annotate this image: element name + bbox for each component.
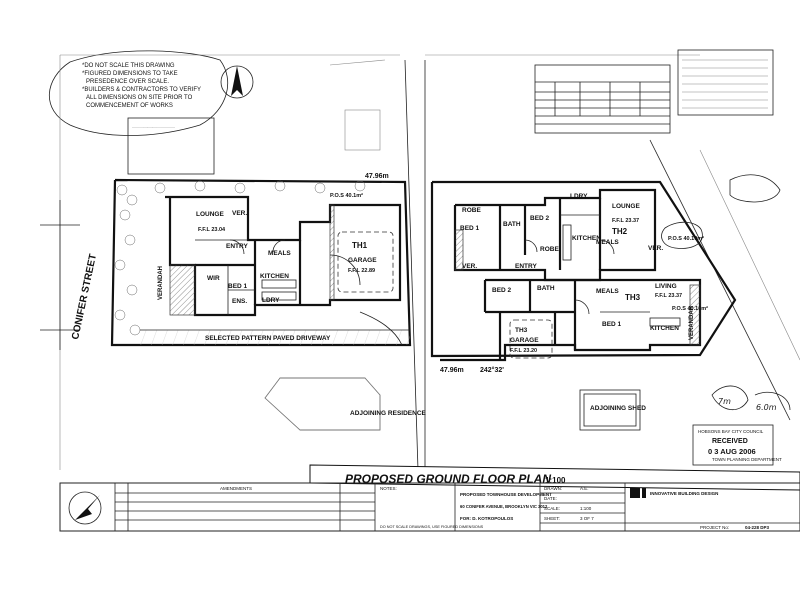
room-living-3: LIVING	[655, 283, 677, 290]
label-th3-garage: TH3	[515, 327, 528, 334]
room-ldry-1: LDRY	[262, 297, 280, 304]
room-kitchen-1: KITCHEN	[260, 273, 289, 280]
room-bed1-1: BED 1	[228, 283, 248, 290]
room-meals-2: MEALS	[596, 239, 619, 246]
notes-label: NOTES:	[380, 486, 397, 491]
small-note-line: ........................................…	[132, 125, 175, 129]
room-wir-1: WIR	[207, 275, 220, 282]
scale-label: SCALE:	[544, 506, 560, 511]
handwritten-7m: 7m	[718, 397, 731, 406]
room-kitchen-2: KITCHEN	[572, 235, 601, 242]
room-bed2-3: BED 2	[492, 287, 512, 294]
boundary-dim-left: 47.96m	[365, 173, 389, 180]
project-address: 60 CONIFER AVENUE, BROOKLYN VIC 3012	[460, 504, 548, 509]
room-bath-2: BATH	[503, 221, 521, 228]
project-client: FOR: D. KOTROPOULOS	[460, 516, 513, 521]
council-received-stamp: HOBSONS BAY CITY COUNCIL RECEIVED 0 3 AU…	[692, 424, 782, 466]
ver-3: VER.	[462, 263, 477, 270]
left-sheet: ........................................…	[40, 50, 427, 471]
area-schedule-table	[534, 64, 671, 134]
pos-1: P.O.S 40.1m²	[330, 192, 363, 199]
ffl-1: F.F.L 23.04	[198, 227, 226, 233]
ver-2: VER.	[648, 245, 663, 252]
svg-text:HOBSONS BAY CITY COUNCIL: HOBSONS BAY CITY COUNCIL	[698, 429, 764, 434]
scale-note: *DO NOT SCALE THIS DRAWING *FIGURED DIME…	[82, 63, 201, 109]
note-line-4: *BUILDERS & CONTRACTORS TO VERIFY	[82, 87, 201, 93]
room-ldry-2: LDRY	[570, 193, 588, 200]
north-arrow-bottom-icon	[68, 491, 102, 525]
firm-name: INNOVATIVE BUILDING DESIGN	[650, 491, 718, 496]
handwritten-6m: 6.0m	[756, 403, 777, 412]
firm-logo-icon	[630, 488, 646, 498]
trees-left	[114, 180, 366, 336]
ffl-garage-3: F.F.L 23.20	[510, 348, 537, 354]
room-meals-3: MEALS	[596, 288, 619, 295]
amendments-label: AMENDMENTS	[220, 486, 252, 491]
room-bed1-3: BED 1	[602, 321, 622, 328]
project-no-label: PROJECT No:	[700, 525, 729, 530]
drawn-value: A.E.	[580, 486, 589, 491]
pos-2: P.O.S 40.10m²	[668, 235, 704, 242]
title-block: AMENDMENTS NOTES: DO NOT SCALE DRAWINGS,…	[59, 482, 800, 532]
room-kitchen-3: KITCHEN	[650, 325, 679, 332]
notes-box	[677, 49, 774, 116]
ffl-3: F.F.L 23.37	[655, 293, 682, 299]
boundary-dim-right: 47.96m	[440, 367, 464, 374]
room-bath-3: BATH	[537, 285, 555, 292]
sheet-value: 3 OF 7	[580, 516, 594, 521]
project-name: PROPOSED TOWNHOUSE DEVELOPMENT	[460, 492, 552, 497]
svg-text:0 3 AUG 2006: 0 3 AUG 2006	[708, 447, 756, 456]
room-bed1-2: BED 1	[460, 225, 480, 232]
room-garage-1: GARAGE	[348, 257, 377, 264]
north-arrow-top-icon	[220, 65, 254, 99]
label-th3: TH3	[625, 293, 641, 302]
verandah-right: VERANDAH	[689, 306, 695, 340]
date-label: DATE:	[544, 496, 557, 501]
adjoining-shed-label: ADJOINING SHED	[590, 405, 646, 412]
plan-title: PROPOSED GROUND FLOOR PLAN	[345, 472, 551, 486]
adjoining-residence-label: ADJOINING RESIDENCE	[350, 410, 427, 417]
room-lounge-2: LOUNGE	[612, 203, 640, 210]
ffl-2: F.F.L 23.37	[612, 218, 639, 224]
note-line-6: COMMENCEMENT OF WORKS	[86, 103, 173, 109]
ver-1: VER.	[232, 210, 247, 217]
bearing-dim: 242°32'	[480, 366, 504, 374]
ffl-garage-1: F.F.L 22.89	[348, 268, 375, 274]
label-th2: TH2	[612, 227, 628, 236]
label-th1: TH1	[352, 241, 368, 250]
pos-3: P.O.S 40.10m²	[672, 305, 708, 312]
room-ens-1: ENS.	[232, 298, 247, 305]
verandah-left: VERANDAH	[158, 266, 164, 300]
project-no-value: 04-228 DP3	[745, 525, 770, 530]
svg-text:RECEIVED: RECEIVED	[712, 438, 748, 445]
room-robe-2: ROBE	[462, 207, 481, 214]
sheet-label: SHEET:	[544, 516, 560, 521]
note-line-1: *DO NOT SCALE THIS DRAWING	[82, 63, 175, 69]
right-sheet: 47.96m 242°32' ROBE BED 1 BATH BED 2 LDR…	[424, 49, 800, 470]
note-line-5: ALL DIMENSIONS ON SITE PRIOR TO	[86, 95, 193, 101]
scale-value: 1:100	[580, 506, 592, 511]
plan-scale: 1:100	[545, 476, 566, 485]
driveway-label: SELECTED PATTERN PAVED DRIVEWAY	[205, 335, 331, 342]
note-line-3: PRESEDENCE OVER SCALE.	[86, 79, 169, 85]
townhouse-3	[440, 278, 702, 362]
svg-text:TOWN PLANNING DEPARTMENT: TOWN PLANNING DEPARTMENT	[712, 457, 782, 462]
room-garage-3: GARAGE	[510, 337, 539, 344]
room-robe-2b: ROBE	[540, 246, 559, 253]
do-not-scale-note: DO NOT SCALE DRAWINGS, USE FIGURED DIMEN…	[380, 525, 484, 529]
room-lounge-1: LOUNGE	[196, 211, 224, 218]
pos-cloud-2	[661, 221, 703, 249]
townhouse-1	[165, 195, 402, 317]
note-cloud	[48, 50, 228, 136]
drawn-label: DRAWN:	[544, 486, 562, 491]
room-entry-1: ENTRY	[226, 243, 248, 250]
townhouse-2	[453, 188, 657, 282]
room-meals-1: MEALS	[268, 250, 291, 257]
street-name: CONIFER STREET	[70, 253, 99, 341]
room-bed2-2: BED 2	[530, 215, 550, 222]
note-line-2: *FIGURED DIMENSIONS TO TAKE	[82, 71, 178, 77]
room-entry-2: ENTRY	[515, 263, 537, 270]
